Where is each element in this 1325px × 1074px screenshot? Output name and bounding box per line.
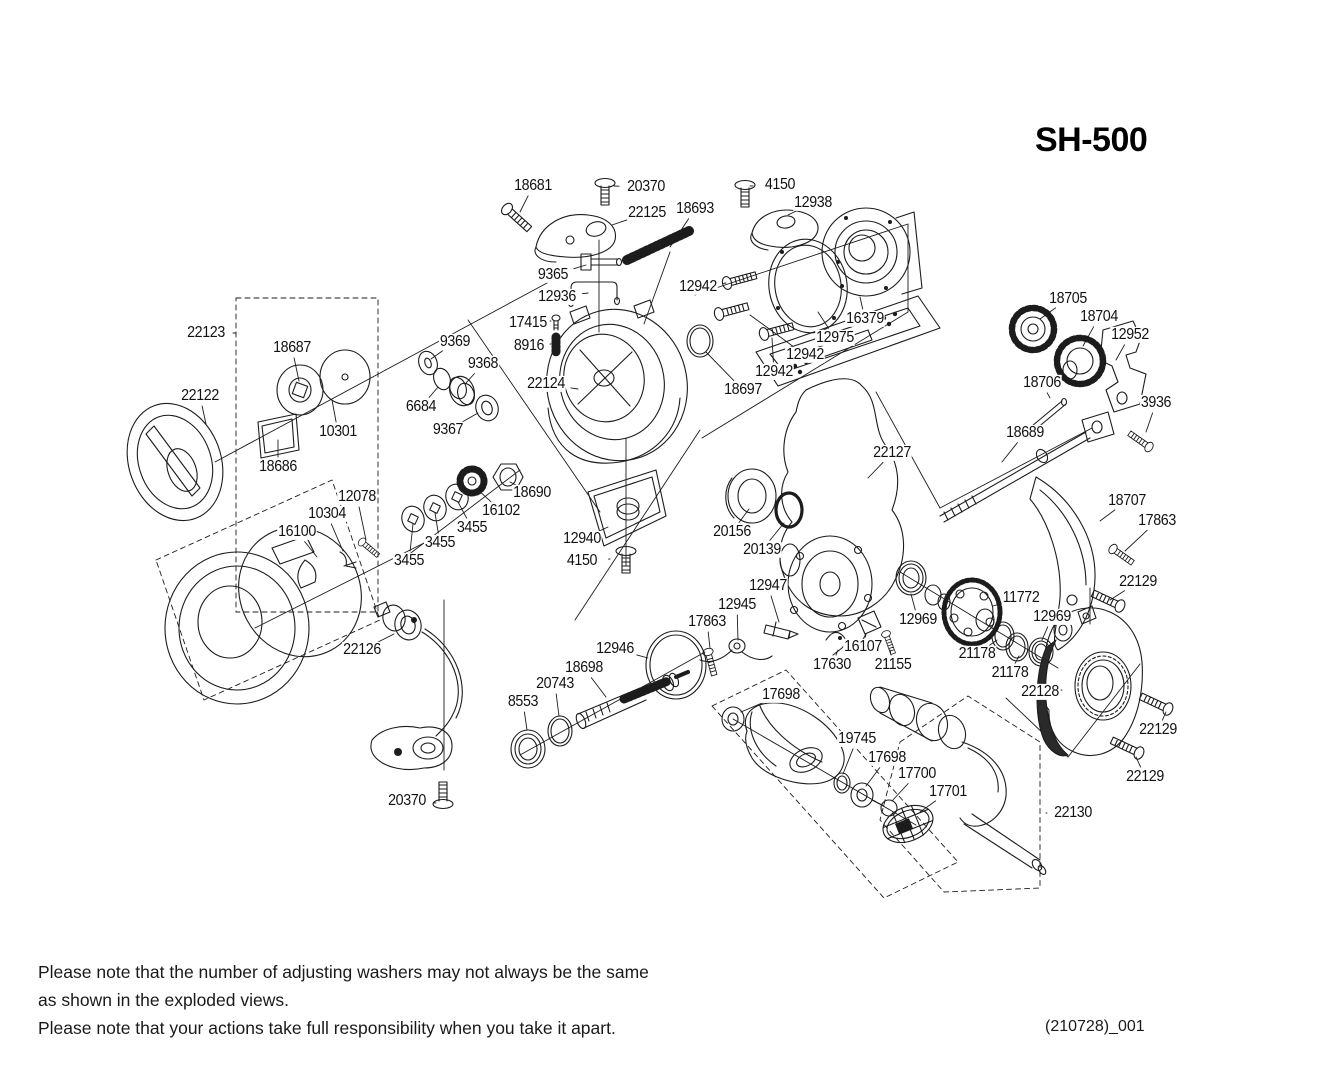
footer-note-line: Please note that your actions take full … <box>38 1018 616 1038</box>
artwork-reel-body <box>725 295 941 633</box>
page-title: SH-500 <box>1035 121 1148 159</box>
artwork-antireverse-group <box>370 601 463 810</box>
leader-lines <box>201 185 1167 814</box>
artwork-rotor <box>546 299 688 574</box>
artwork-handle-knob-group <box>721 702 934 844</box>
artwork-clutch-parts <box>699 610 898 677</box>
construction-lines <box>214 223 1141 826</box>
artwork-side-cover-group <box>686 179 923 358</box>
artwork-drive-gear-group <box>895 560 1054 667</box>
artwork-drag-knob-group <box>126 349 371 522</box>
artwork-top-cap-assembly <box>498 177 694 357</box>
footer-note-line: as shown in the exploded views. <box>38 990 289 1010</box>
artwork-spool-group <box>164 463 524 705</box>
artwork-worm-shaft-group <box>510 630 707 769</box>
footer-note-line: Please note that the number of adjusting… <box>38 962 649 982</box>
artwork-crank <box>869 686 1047 875</box>
artwork-pinion-washers <box>418 350 499 422</box>
footer-notes: Please note that the number of adjusting… <box>38 958 649 1042</box>
artwork-oscillating-gear-group <box>939 304 1156 651</box>
document-code: (210728)_001 <box>1045 1018 1145 1035</box>
